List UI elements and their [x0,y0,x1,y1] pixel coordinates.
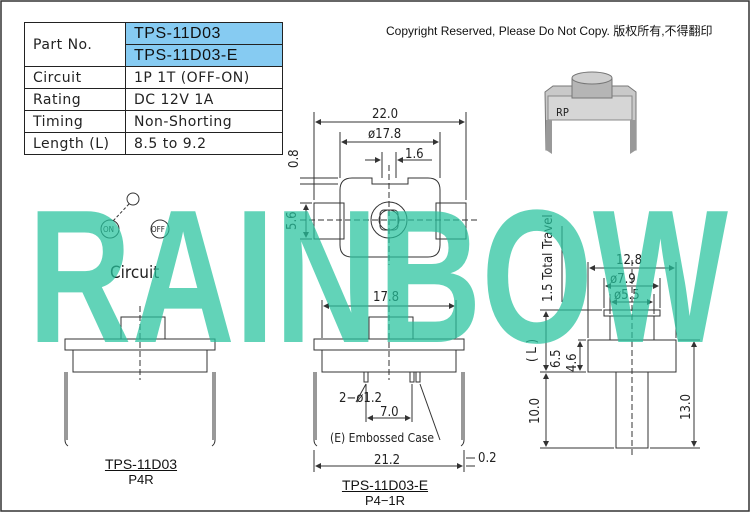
dim-0-8: 0.8 [287,149,302,168]
dim-7-0: 7.0 [380,405,399,420]
circuit-off-label: OFF [151,225,165,234]
dim-5-6: 5.6 [285,211,300,230]
dim-12-8: 12.8 [616,253,642,268]
total-travel-label: 1.5 Total Travel [541,214,556,302]
spec-table: Part No. TPS-11D03 TPS-11D03-E Circuit 1… [24,22,283,155]
length-l-label: ( L ) [525,339,540,362]
dim-17-8-dia: ø17.8 [368,127,401,142]
left-part-number: TPS-11D03 [104,456,178,472]
row-label-circuit: Circuit [24,66,126,89]
top-view [300,112,478,265]
photo-rp-label: RP [556,106,569,119]
dim-21-2: 21.2 [374,453,400,468]
row-value-timing: Non-Shorting [125,110,283,133]
middle-front-view [313,300,475,472]
middle-part-code: P4−1R [364,493,406,508]
left-part-label: TPS-11D03 P4R [96,456,186,487]
dim-7-9-dia: ø7.9 [610,272,636,287]
dim-1-6: 1.6 [405,147,424,162]
dim-10-0: 10.0 [528,398,543,424]
row-label-length: Length (L) [24,132,126,155]
rainbow-watermark: RAINBOW [28,171,728,383]
part-no-label: Part No. [24,22,126,67]
circuit-on-label: ON [103,225,114,234]
dim-2-1-2-dia: 2−ø1.2 [339,391,382,406]
dim-17-8: 17.8 [373,290,399,305]
circuit-label: Circuit [110,263,159,283]
middle-part-number: TPS-11D03-E [341,477,429,493]
embossed-case-note: (E) Embossed Case [330,431,434,445]
dim-13-0: 13.0 [679,394,694,420]
row-value-length: 8.5 to 9.2 [125,132,283,155]
dim-4-6: 4.6 [565,353,580,372]
dim-6-5: 6.5 [549,349,564,368]
left-part-code: P4R [128,472,154,487]
dim-5-5-dia: ø5.5 [614,288,640,303]
middle-part-label: TPS-11D03-E P4−1R [330,477,440,508]
part-number-2: TPS-11D03-E [125,44,283,67]
dim-0-2: 0.2 [478,451,497,466]
dim-22: 22.0 [372,107,398,122]
switch-photo: RP [544,71,637,154]
row-value-circuit: 1P 1T (OFF-ON) [125,66,283,89]
copyright-notice: Copyright Reserved, Please Do Not Copy. … [386,24,713,38]
side-view [540,226,700,455]
circuit-symbol: ON OFF Circuit [100,192,170,283]
left-front-view [64,306,216,447]
